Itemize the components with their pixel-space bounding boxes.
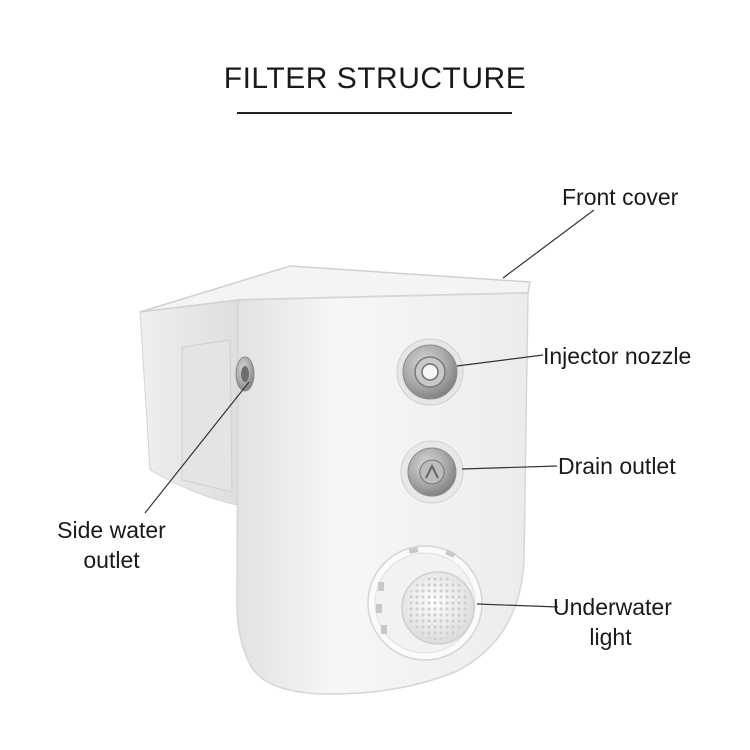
side-wing: [139, 289, 239, 506]
label-underwater-light: Underwater light: [553, 592, 672, 652]
leader-drain-outlet: [461, 465, 558, 470]
label-side-water-outlet-line2: outlet: [83, 547, 140, 573]
label-underwater-light-line1: Underwater: [553, 594, 672, 620]
underwater-light-fitting: [367, 545, 483, 661]
title-underline: [237, 112, 512, 114]
leader-side-water-outlet: [144, 381, 250, 514]
diagram-title: FILTER STRUCTURE: [223, 62, 527, 95]
label-side-water-outlet-line1: Side water: [57, 517, 166, 543]
label-front-cover: Front cover: [562, 184, 679, 210]
leader-front-cover: [502, 209, 595, 279]
label-side-water-outlet: Side water outlet: [44, 515, 179, 575]
label-injector-nozzle: Injector nozzle: [543, 343, 692, 369]
side-water-outlet-fitting: [235, 356, 255, 392]
injector-nozzle-fitting: [396, 338, 464, 406]
drain-outlet-fitting: [400, 440, 464, 504]
leader-injector-nozzle: [456, 354, 544, 367]
label-underwater-light-line2: light: [589, 624, 632, 650]
leader-lines: [144, 209, 595, 608]
leader-underwater-light: [476, 603, 559, 608]
label-drain-outlet: Drain outlet: [558, 453, 676, 479]
